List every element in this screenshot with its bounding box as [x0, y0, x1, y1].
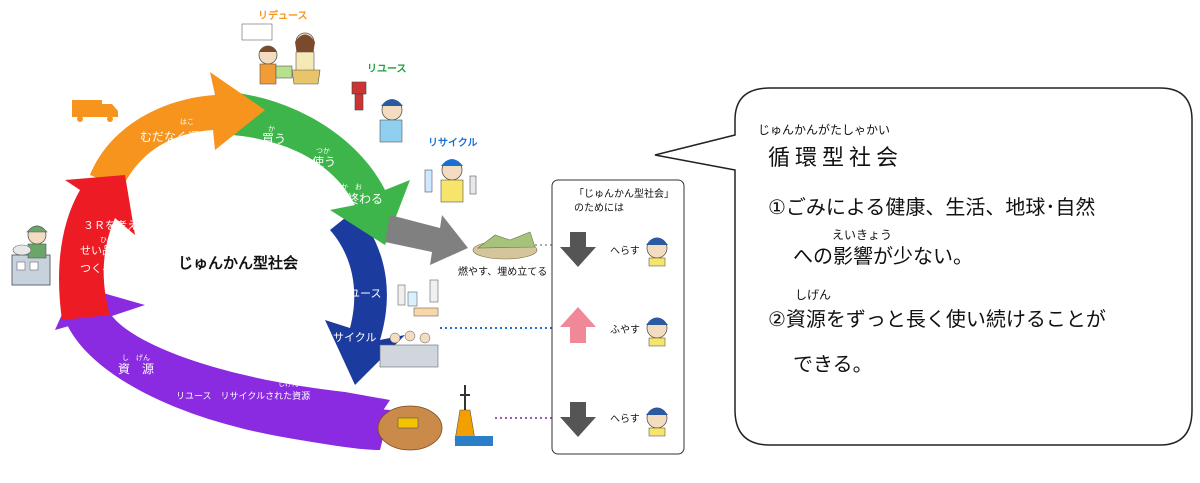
- reuse-label: リユース: [367, 63, 407, 75]
- child-face-icon: [646, 407, 668, 437]
- buy-ruby: か: [268, 125, 275, 133]
- blue-reuse-label: リユース: [338, 287, 381, 300]
- red-label-line1: ３Ｒを考えて: [83, 219, 148, 232]
- use-label: 使う: [312, 154, 336, 169]
- orange-transport-arrow: [90, 72, 265, 188]
- society-row-increase-recycling: ふやす: [560, 307, 668, 347]
- truck-icon: [72, 100, 118, 122]
- child-face-icon: [646, 317, 668, 347]
- end-use-ruby: つか お: [334, 183, 362, 191]
- factory-worker-illustration: [11, 225, 51, 286]
- row-label: ふやす: [610, 324, 640, 336]
- child-face-icon: [646, 237, 668, 267]
- society-row-reduce-waste: へらす: [560, 232, 668, 267]
- red-manufacture-arrow: [59, 175, 135, 320]
- bubble-item2-ruby: しげん: [795, 288, 832, 302]
- green-buy-use-arrow: [230, 92, 410, 245]
- reuse-robot-toy-illustration: [351, 81, 403, 143]
- orange-label-ruby: はこ: [180, 118, 194, 126]
- up-arrow-icon: [560, 307, 596, 343]
- resource-ruby: し げん: [122, 353, 150, 362]
- bubble-item2-line1: ②資源をずっと長く使い続けることが: [768, 307, 1106, 331]
- center-title: じゅんかん型社会: [178, 254, 298, 272]
- recycle-bottles-illustration: [424, 159, 477, 203]
- bubble-item1-ruby: えいきょう: [832, 228, 893, 242]
- bubble-title-ruby: じゅんかんがたしゃかい: [758, 123, 891, 137]
- society-box-title-line1: 「じゅんかん型社会」: [574, 187, 674, 200]
- orange-label: むだなく運ぶ: [140, 130, 212, 144]
- society-box-title-line2: のためには: [574, 202, 624, 214]
- red-label-line3: つくる: [80, 262, 113, 275]
- down-arrow-icon: [560, 402, 596, 437]
- bubble-item1-line1: ①ごみによる健康、生活、地球･自然: [768, 195, 1096, 219]
- mining-oil-rig-illustration: [377, 385, 493, 451]
- end-use-label: 使い終わる: [323, 191, 383, 206]
- recycled-resource-ruby: しげん: [278, 379, 299, 388]
- landfill-illustration: [472, 231, 538, 260]
- row-label: へらす: [610, 245, 640, 257]
- recycled-resource-label: リユース リサイクルされた資源: [176, 390, 310, 402]
- use-ruby: つか: [316, 147, 330, 155]
- blue-recycle-label: リサイクル: [322, 331, 376, 344]
- shopping-people-illustration: [241, 23, 321, 85]
- bubble-item1-line2: への影響が少ない。: [793, 244, 973, 268]
- speech-bubble: [654, 87, 1193, 446]
- purple-resource-arrow: [55, 285, 390, 430]
- society-row-reduce-resources: へらす: [560, 402, 668, 437]
- reduce-label: リデュース: [258, 9, 308, 22]
- bubble-title: 循環型社会: [768, 146, 904, 171]
- down-arrow-icon: [560, 232, 596, 267]
- resource-label: 資 源: [118, 362, 154, 376]
- purple-resource-band: [65, 300, 390, 450]
- recycling-workers-illustration: [379, 330, 439, 368]
- disposal-label: 燃やす、埋め立てる: [458, 265, 547, 278]
- row-label: へらす: [610, 413, 640, 425]
- reuse-recycle-goods-illustration: [397, 279, 439, 317]
- bubble-item2-line2: できる。: [793, 352, 873, 376]
- red-label-line2: せい品を: [80, 244, 124, 257]
- buy-label: 買う: [262, 132, 286, 146]
- disposal-arrow: [385, 215, 468, 265]
- recycle-label: リサイクル: [428, 137, 478, 149]
- blue-recycle-arrow: [325, 210, 405, 385]
- red-label-ruby: ひん: [100, 236, 114, 244]
